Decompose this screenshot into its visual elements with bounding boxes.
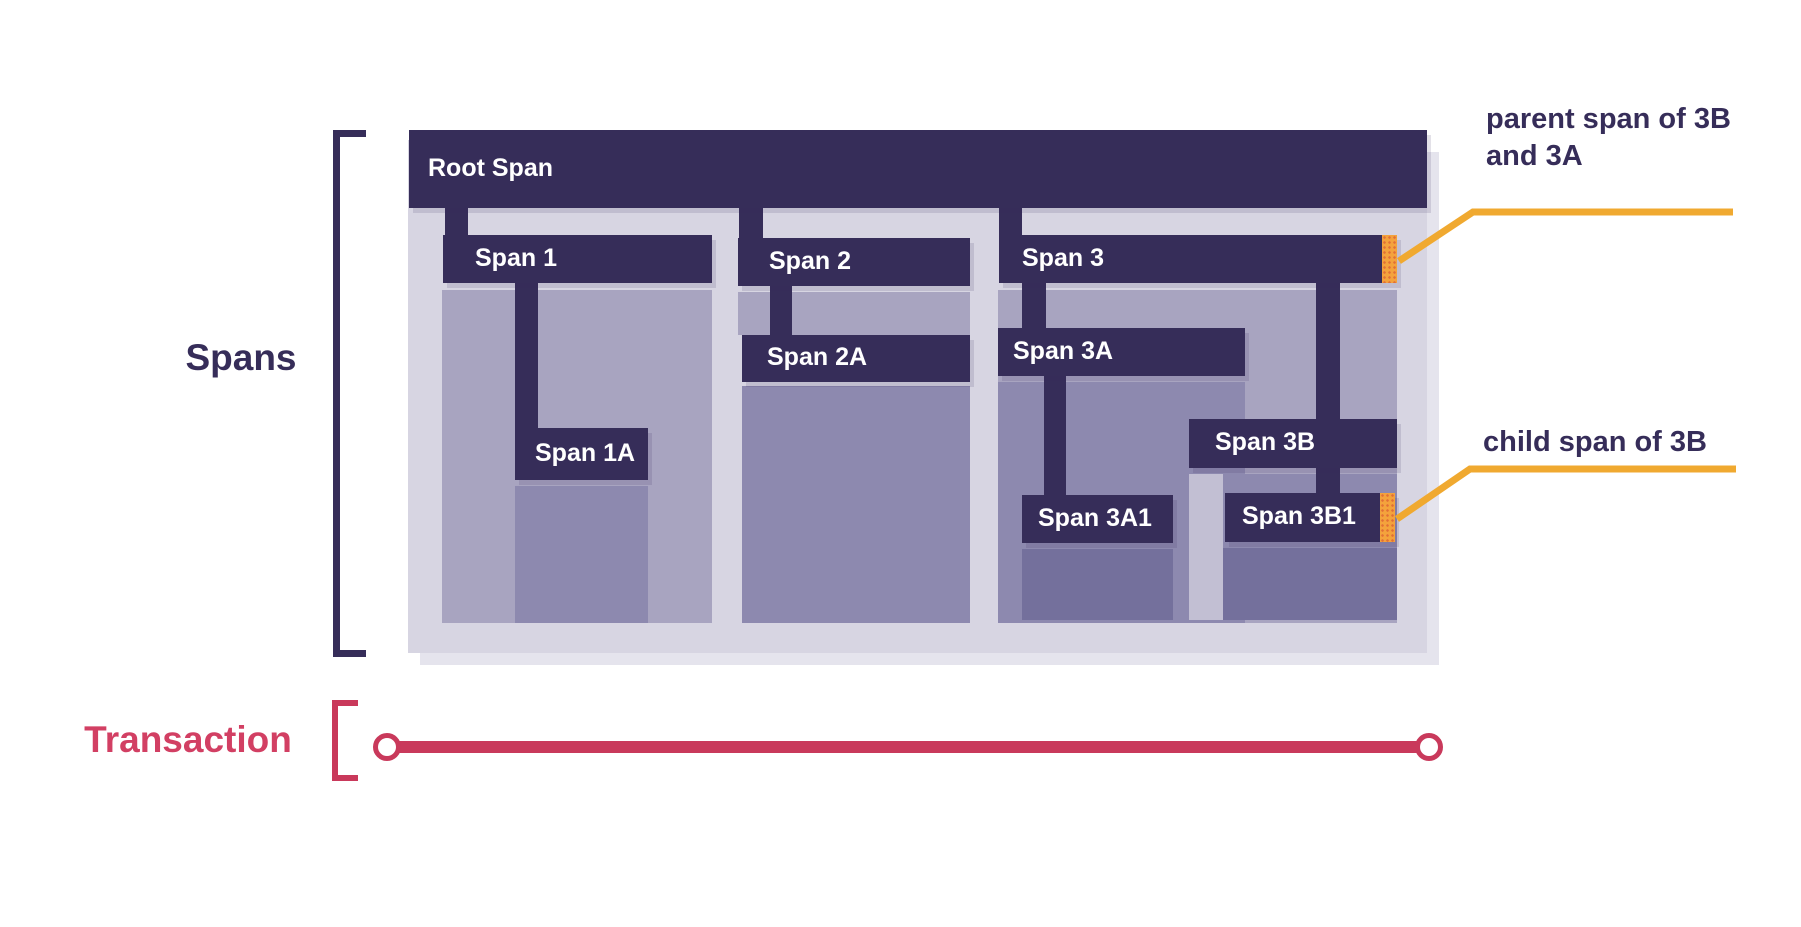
- connector-span1-span1a: [515, 280, 538, 430]
- span-bar-span2: Span 2: [738, 238, 970, 286]
- span-bar-span1a: Span 1A: [515, 428, 648, 480]
- span-bar-root-label: Root Span: [428, 153, 553, 182]
- parent-span-note: parent span of 3B and 3A: [1486, 103, 1731, 172]
- parent-span-leader-line: [1397, 208, 1733, 264]
- span-bar-span3b1-label: Span 3B1: [1242, 502, 1356, 530]
- spans-bracket: [333, 130, 366, 657]
- span-bar-span3-label: Span 3: [1022, 243, 1104, 272]
- span-bar-span2-label: Span 2: [769, 246, 851, 275]
- transaction-start-endpoint: [373, 733, 401, 761]
- connector-span2-span2a: [770, 284, 792, 337]
- transaction-bracket: [332, 700, 358, 781]
- span3b1-duration-fill: [1223, 548, 1397, 620]
- span-bar-span3: Span 3: [999, 235, 1397, 283]
- connector-span3b-span3b1: [1316, 466, 1340, 495]
- span2a-duration-fill: [742, 386, 970, 623]
- transaction-timeline: [396, 741, 1420, 753]
- span-bar-span1: Span 1: [443, 235, 712, 283]
- span-bar-span3a-label: Span 3A: [1013, 336, 1114, 365]
- connector-root-span2: [739, 206, 763, 242]
- transaction-end-endpoint: [1415, 733, 1443, 761]
- connector-span3a-span3a1: [1044, 374, 1066, 497]
- spans-section-label: Spans: [185, 337, 297, 378]
- span-bar-span3b1: Span 3B1: [1225, 493, 1395, 542]
- child-span-note: child span of 3B: [1483, 426, 1707, 458]
- connector-span3-span3a: [1022, 280, 1046, 330]
- child-span-leader-line: [1395, 465, 1736, 522]
- span-bar-span1-label: Span 1: [475, 243, 557, 272]
- span-bar-span1a-label: Span 1A: [535, 438, 636, 467]
- span-bar-span3b: Span 3B: [1189, 419, 1397, 468]
- transaction-section-label: Transaction: [84, 719, 292, 760]
- span-bar-span3a1: Span 3A1: [1022, 495, 1173, 543]
- span-bar-span2a: Span 2A: [742, 335, 970, 382]
- span3b-left-strip-fill: [1189, 474, 1223, 620]
- connector-span3-span3b: [1316, 280, 1340, 421]
- span-bar-span3a: Span 3A: [998, 328, 1245, 376]
- connector-root-span1: [445, 206, 468, 238]
- connector-root-span3: [999, 206, 1022, 238]
- span3a1-duration-fill: [1022, 549, 1173, 620]
- child-span-marker: [1380, 493, 1395, 542]
- span-bar-span2a-label: Span 2A: [767, 343, 868, 371]
- span-bar-span3a1-label: Span 3A1: [1038, 503, 1152, 532]
- span1a-duration-fill: [515, 486, 648, 623]
- span-bar-root: Root Span: [409, 130, 1427, 208]
- span-bar-span3b-label: Span 3B: [1215, 428, 1316, 456]
- parent-span-marker: [1382, 235, 1397, 283]
